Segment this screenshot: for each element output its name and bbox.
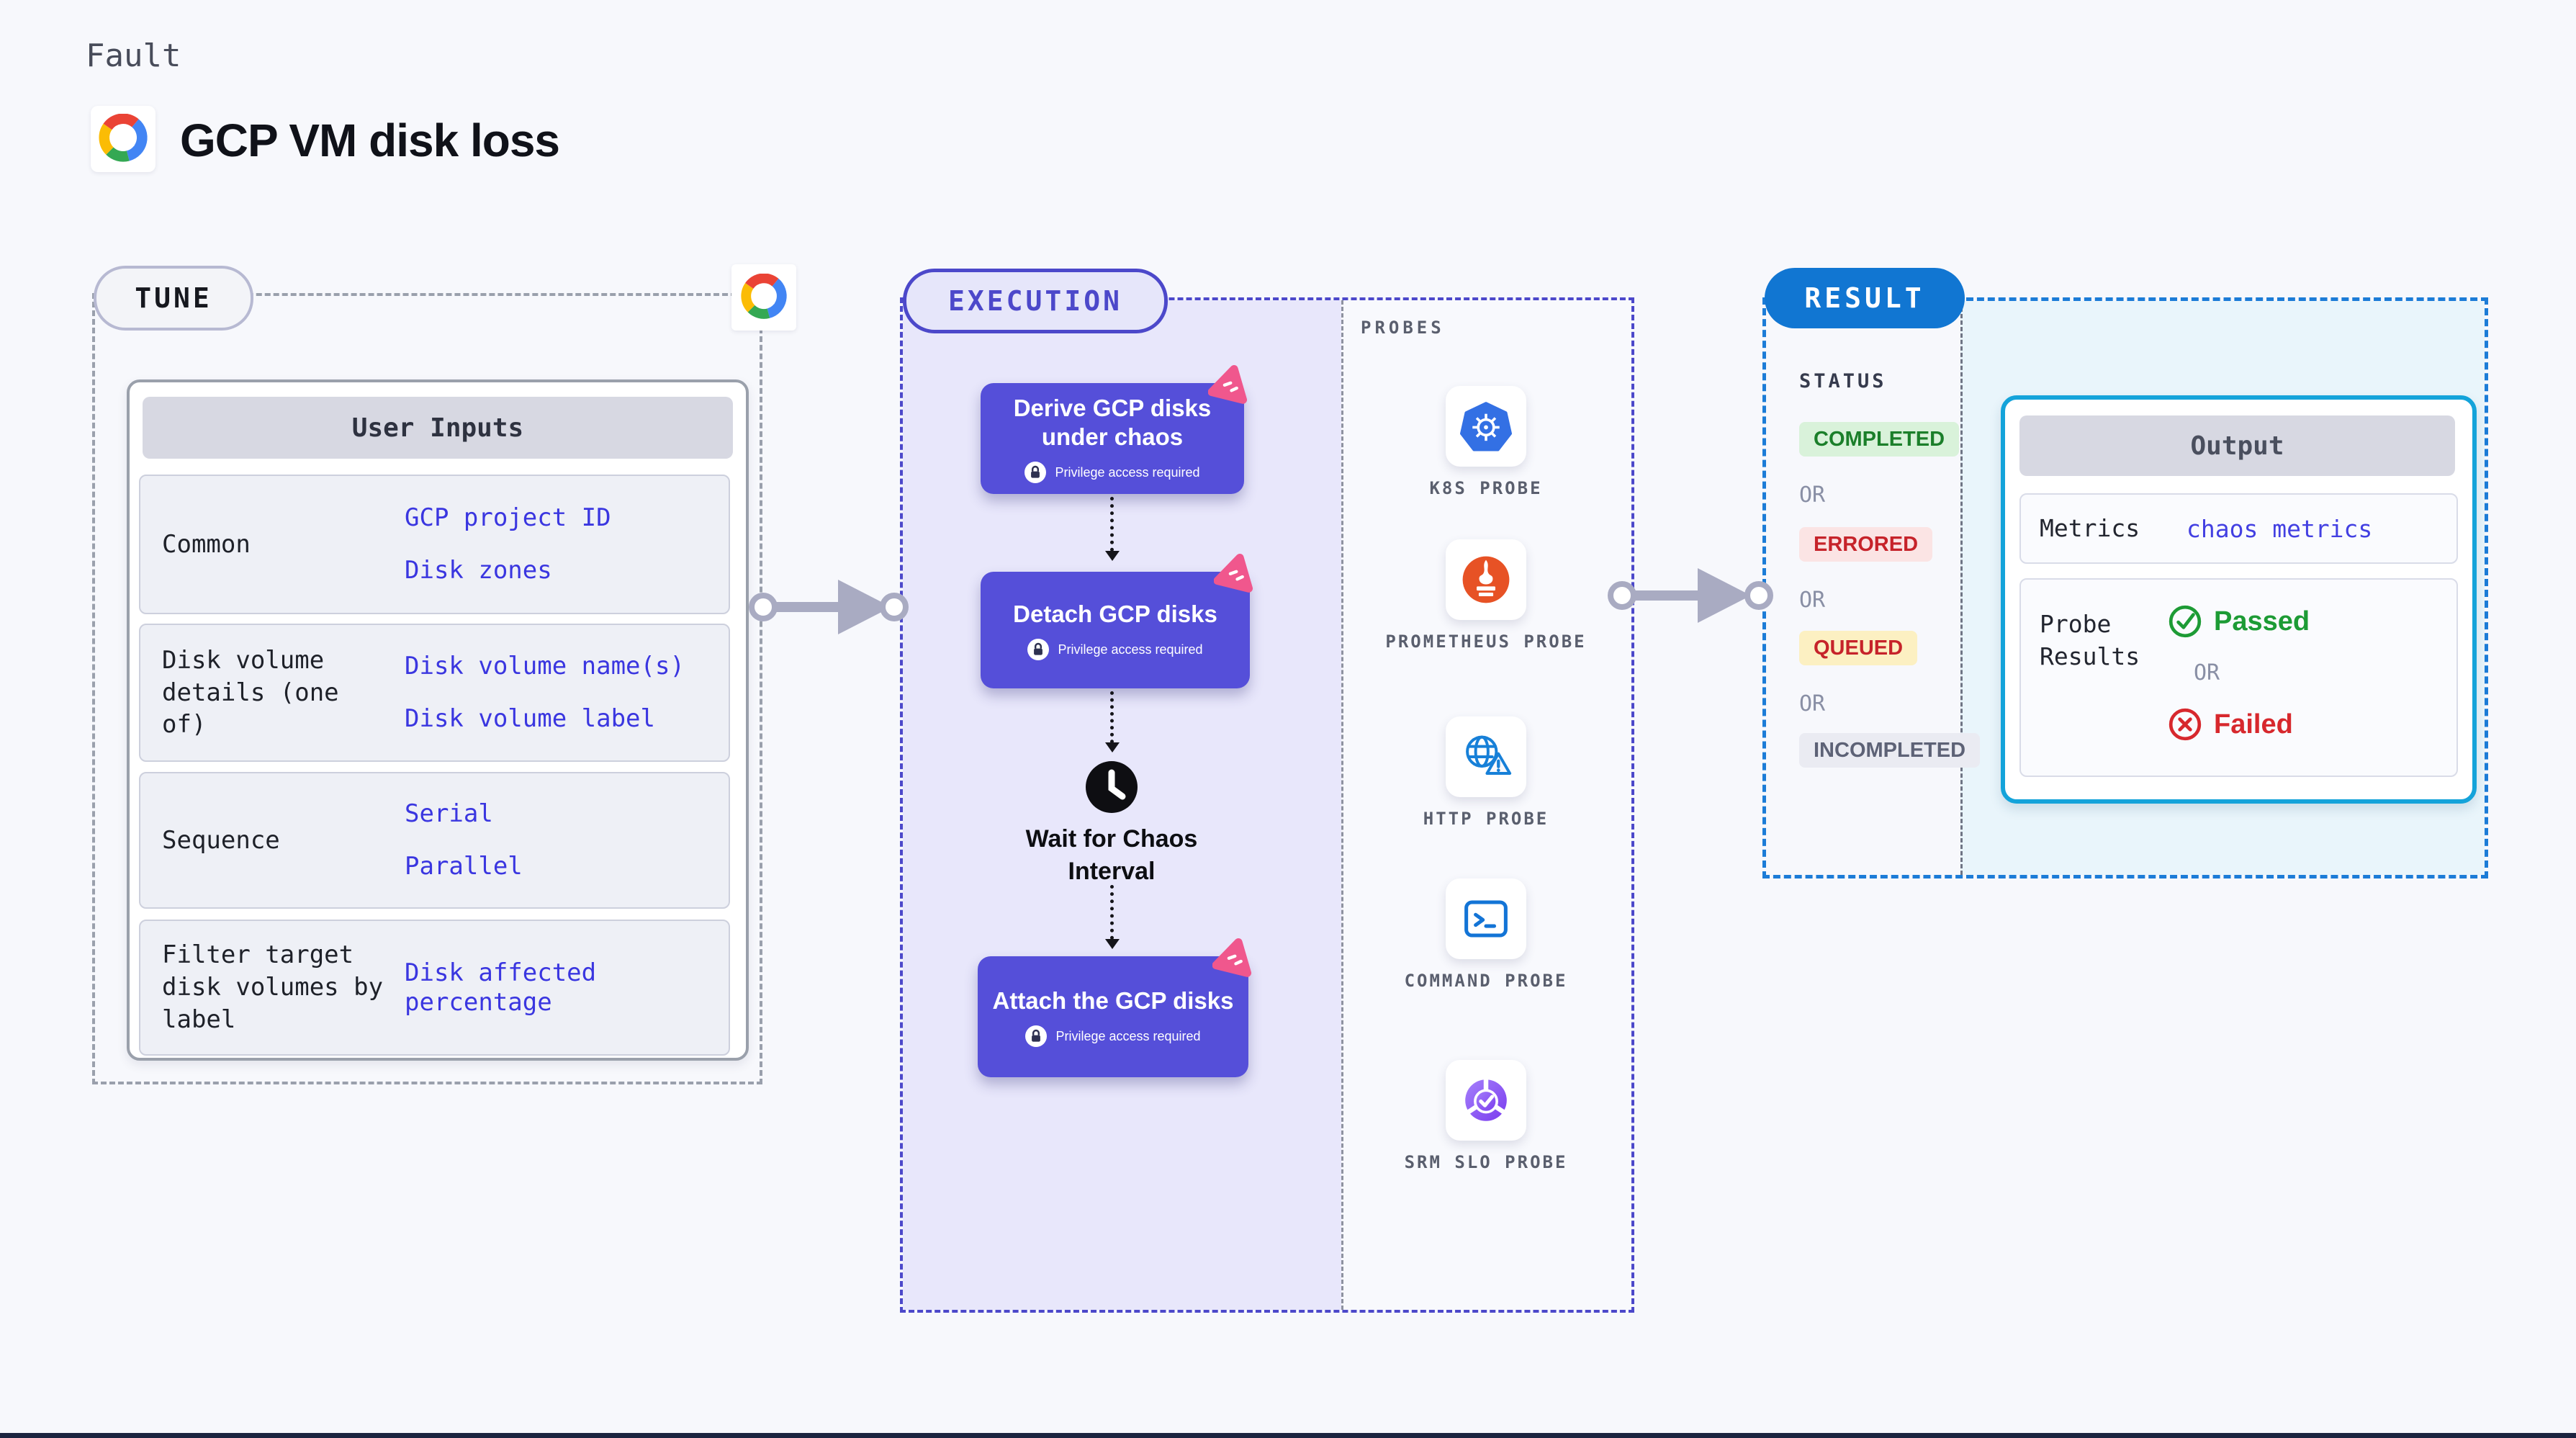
user-inputs-title: User Inputs (143, 397, 733, 459)
flow-arrow-down-icon (1105, 497, 1120, 561)
input-value: Disk volume label (405, 704, 655, 733)
output-card: Output Metrics chaos metrics Probe Resul… (2001, 395, 2477, 804)
privilege-note: Privilege access required (1027, 639, 1203, 661)
status-badge-errored: ERRORED (1799, 527, 1933, 562)
chaos-icon (1212, 935, 1257, 979)
gcp-cloud-icon (91, 106, 156, 172)
probe-label: COMMAND PROBE (1404, 971, 1568, 991)
input-value: GCP project ID (405, 503, 611, 533)
execution-badge: EXECUTION (903, 269, 1168, 333)
metrics-row: Metrics chaos metrics (2019, 493, 2458, 564)
connector-dot-icon (1608, 581, 1636, 610)
connector-dot-icon (880, 593, 909, 621)
input-value: Parallel (405, 852, 523, 881)
bottom-edge-bar (0, 1433, 2576, 1438)
step-derive-gcp-disks: Derive GCP disks under chaos Privilege a… (981, 383, 1244, 494)
execution-region: EXECUTION Derive GCP disks under chaos P… (900, 269, 1634, 1313)
status-title: STATUS (1799, 370, 1887, 392)
failed-label: Failed (2214, 709, 2293, 740)
prometheus-icon (1446, 539, 1526, 620)
chaos-icon (1214, 550, 1258, 595)
step-title: Attach the GCP disks (992, 987, 1234, 1014)
slo-check-icon (1446, 1060, 1526, 1141)
input-value: Disk zones (405, 556, 552, 585)
user-input-row-disk-volume: Disk volume details (one of) Disk volume… (139, 624, 730, 762)
connector-dot-icon (749, 593, 778, 621)
or-separator: OR (1799, 588, 1826, 613)
tune-to-execution-arrow-icon (763, 602, 841, 612)
row-label: Sequence (162, 825, 280, 855)
row-values: Disk volume name(s) Disk volume label (391, 625, 729, 760)
status-badge-completed: COMPLETED (1799, 422, 1960, 457)
row-values: Disk affected percentage (391, 921, 729, 1054)
user-input-row-common: Common GCP project ID Disk zones (139, 475, 730, 614)
row-values: GCP project ID Disk zones (391, 476, 729, 613)
row-values: Serial Parallel (391, 773, 729, 907)
probe-label: K8S PROBE (1429, 478, 1543, 498)
privilege-note: Privilege access required (1025, 1025, 1201, 1048)
privilege-note: Privilege access required (1024, 462, 1200, 484)
fault-kicker: Fault (86, 37, 181, 74)
probe-label: PROMETHEUS PROBE (1385, 632, 1587, 652)
input-value: Disk affected percentage (405, 958, 597, 1017)
or-separator: OR (2194, 660, 2220, 686)
or-separator: OR (1799, 482, 1826, 508)
step-attach-gcp-disks: Attach the GCP disks Privilege access re… (978, 956, 1248, 1077)
terminal-icon (1446, 878, 1526, 959)
user-inputs-card: User Inputs Common GCP project ID Disk z… (127, 379, 749, 1061)
input-value: Disk volume name(s) (405, 652, 685, 681)
input-value: Serial (405, 799, 493, 829)
passed-label: Passed (2214, 606, 2310, 637)
or-separator: OR (1799, 691, 1826, 716)
row-label: Disk volume details (one of) (162, 645, 339, 740)
wait-step-label: Wait for Chaos Interval (1025, 825, 1198, 885)
kubernetes-icon (1446, 386, 1526, 467)
execution-to-result-arrow-icon (1622, 590, 1701, 601)
status-badge-incompleted: INCOMPLETED (1799, 733, 1981, 768)
step-detach-gcp-disks: Detach GCP disks Privilege access requir… (981, 572, 1250, 688)
output-title: Output (2019, 415, 2455, 476)
row-label: Filter target disk volumes by label (162, 940, 384, 1034)
flow-arrow-down-icon (1105, 885, 1120, 949)
clock-icon (1084, 760, 1139, 814)
execution-to-result-arrowhead-icon (1698, 568, 1751, 623)
lock-icon (1024, 462, 1047, 484)
user-input-row-filter: Filter target disk volumes by label Disk… (139, 920, 730, 1056)
gcp-cloud-corner-icon (731, 264, 796, 331)
check-circle-icon (2169, 605, 2202, 638)
probe-results-label: Probe Results (2040, 610, 2140, 670)
privilege-note-text: Privilege access required (1055, 464, 1200, 480)
result-region: RESULT STATUS COMPLETED OR ERRORED OR QU… (1762, 268, 2488, 878)
lock-icon (1027, 639, 1050, 661)
row-label: Common (162, 529, 251, 559)
probe-label: SRM SLO PROBE (1404, 1152, 1568, 1172)
x-circle-icon (2169, 708, 2202, 741)
probe-results-values: Passed OR Failed (2168, 580, 2310, 776)
step-title: Detach GCP disks (1013, 600, 1217, 627)
passed-result: Passed (2168, 604, 2310, 639)
flow-arrow-down-icon (1105, 691, 1120, 752)
probes-panel (1341, 300, 1631, 1310)
globe-warning-icon (1446, 716, 1526, 797)
user-input-row-sequence: Sequence Serial Parallel (139, 772, 730, 909)
step-title: Derive GCP disks under chaos (1013, 394, 1212, 450)
probe-label: HTTP PROBE (1423, 809, 1549, 829)
metrics-value: chaos metrics (2187, 514, 2373, 543)
result-badge: RESULT (1765, 268, 1965, 328)
page-title: GCP VM disk loss (180, 114, 560, 166)
privilege-note-text: Privilege access required (1055, 1028, 1201, 1043)
status-badge-queued: QUEUED (1799, 631, 1918, 665)
lock-icon (1025, 1025, 1048, 1048)
tune-badge: TUNE (94, 266, 253, 331)
probes-title: PROBES (1361, 318, 1445, 338)
connector-dot-icon (1744, 581, 1773, 610)
chaos-icon (1208, 361, 1253, 406)
tune-region: TUNE User Inputs Common GCP project ID D… (92, 264, 796, 1084)
privilege-note-text: Privilege access required (1058, 642, 1203, 657)
probe-results-row: Probe Results Passed OR Failed (2019, 578, 2458, 777)
metrics-label: Metrics (2040, 513, 2140, 542)
failed-result: Failed (2168, 707, 2310, 742)
